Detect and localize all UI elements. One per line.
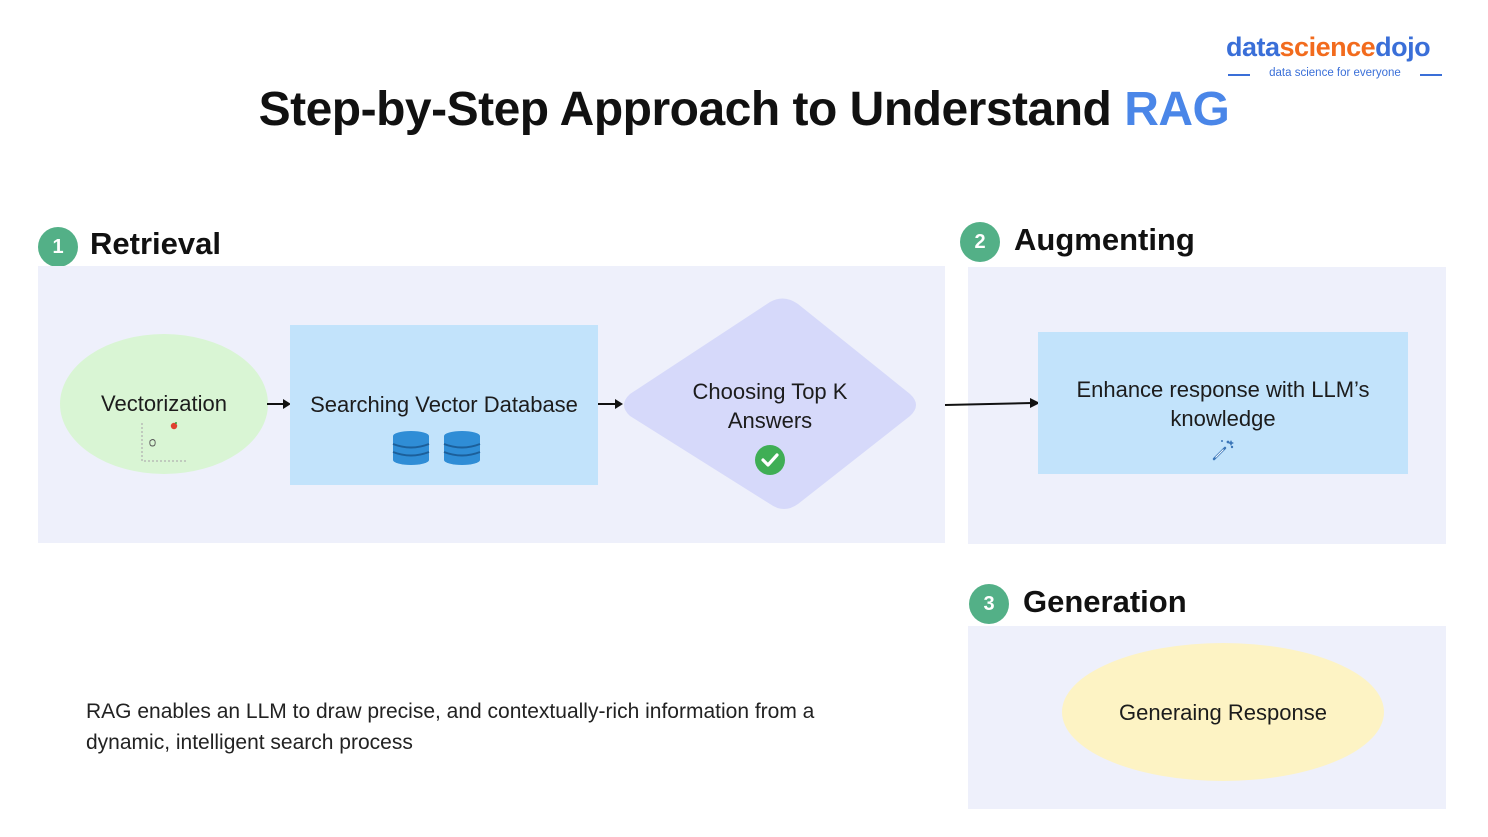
step-1-label: Retrieval [90,226,221,261]
flow-arrow-2 [598,399,623,409]
logo-rule-left [1228,74,1250,76]
step-3-badge: 3 [969,584,1009,624]
database-icon [392,431,481,465]
scatter-plot-icon [141,422,188,462]
page-title: Step-by-Step Approach to Understand RAG [0,82,1488,137]
top-k-label: Choosing Top K Answers [692,379,848,433]
generate-node [1062,643,1384,781]
top-k-node [624,298,916,509]
brand-logo: datasciencedojo data science for everyon… [1226,30,1444,82]
title-main: Step-by-Step Approach to Understand [258,83,1125,136]
vectorization-label: Vectorization [101,391,227,416]
magic-wand-icon [1212,440,1234,461]
logo-wordmark: datasciencedojo [1226,32,1431,62]
search-db-label: Searching Vector Database [310,392,578,417]
step-1-badge: 1 [38,227,78,267]
rag-description: RAG enables an LLM to draw precise, and … [86,700,815,754]
logo-rule-right [1420,74,1442,76]
step-2-badge: 2 [960,222,1000,262]
step-3-label: Generation [1023,584,1187,619]
enhance-label: Enhance response with LLM’s knowledge [1076,377,1370,431]
title-accent: RAG [1124,83,1230,136]
generate-label: Generaing Response [1119,700,1327,725]
flow-arrow-3 [944,398,1040,408]
flow-arrow-1 [267,399,291,409]
vectorization-node [60,334,268,474]
logo-tagline: data science for everyone [1269,67,1401,79]
step-2-label: Augmenting [1014,222,1195,257]
check-circle-icon [755,445,785,475]
